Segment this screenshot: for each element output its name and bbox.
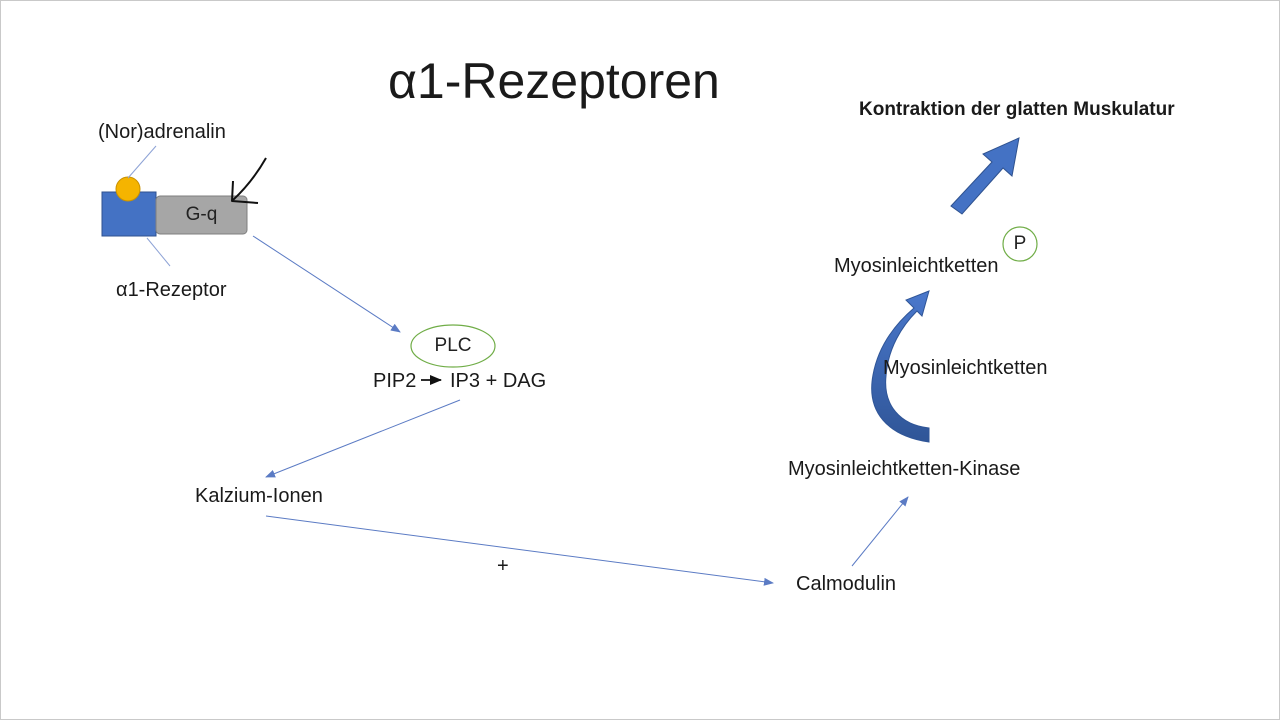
mlck-label: Myosinleichtketten-Kinase	[788, 458, 1021, 480]
arrow-reaction-to-calcium	[265, 399, 461, 478]
receptor-label: α1-Rezeptor	[116, 279, 227, 301]
phosphate-label: P	[1013, 233, 1027, 254]
reaction-right-label: IP3 + DAG	[450, 370, 547, 392]
handdrawn-arrowhead	[231, 180, 259, 204]
slide-title: α1-Rezeptoren	[388, 53, 720, 109]
arrow-calmodulin-to-mlck	[851, 496, 909, 567]
ligand-callout-line	[127, 145, 157, 179]
ligand-circle	[115, 176, 141, 202]
plc-label: PLC	[434, 335, 472, 356]
myosin-chains-top-label: Myosinleichtketten	[834, 255, 999, 277]
calmodulin-label: Calmodulin	[796, 573, 897, 595]
calcium-label: Kalzium-Ionen	[195, 485, 323, 507]
phosphate-circle	[1002, 226, 1038, 262]
myosin-chains-mid-label: Myosinleichtketten	[883, 357, 1048, 379]
arrow-calcium-to-calmodulin	[265, 515, 774, 586]
contraction-label: Kontraktion der glatten Muskulatur	[859, 99, 1175, 120]
plc-ellipse	[410, 324, 496, 368]
handdrawn-arrow	[232, 157, 267, 201]
arrow-gq-to-plc	[252, 235, 401, 333]
plus-sign: +	[497, 555, 509, 577]
gq-block	[155, 195, 248, 235]
curved-block-arrow	[871, 290, 930, 443]
contraction-block-arrow	[950, 137, 1020, 215]
reaction-left-label: PIP2	[373, 370, 417, 392]
receptor-callout-line	[146, 237, 171, 267]
gq-label: G-q	[185, 204, 218, 225]
ligand-label: (Nor)adrenalin	[98, 121, 226, 143]
